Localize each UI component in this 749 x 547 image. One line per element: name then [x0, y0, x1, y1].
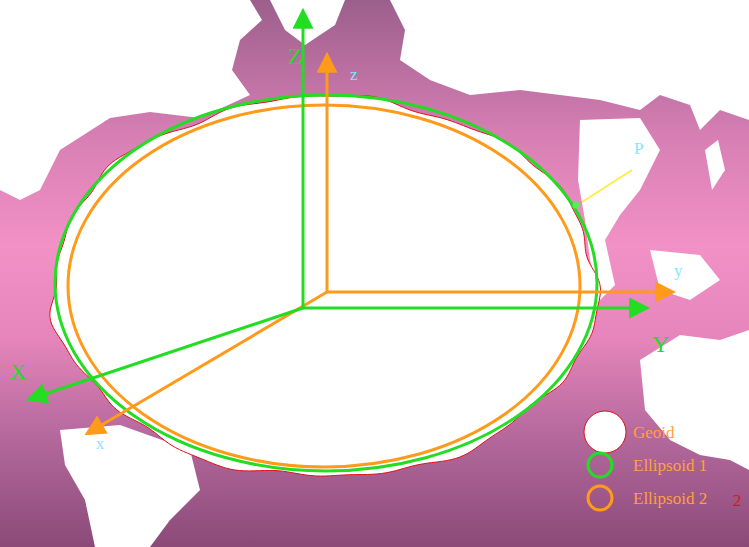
axis-label: Y — [652, 332, 669, 356]
legend-text: Ellipsoid 2 — [633, 490, 707, 507]
geoid-outline — [50, 96, 601, 477]
axis-label: X — [10, 361, 26, 383]
axis-label: Z — [288, 44, 303, 68]
axis-label: z — [350, 66, 358, 83]
axis-label: x — [96, 436, 104, 452]
point-p — [573, 202, 580, 209]
legend-text: Ellipsoid 1 — [633, 457, 707, 474]
point-label: P — [634, 140, 643, 157]
ellipsoid-2 — [68, 105, 580, 467]
legend-swatches — [584, 411, 626, 510]
axes-2 — [88, 56, 672, 433]
page-number: 2 — [733, 492, 742, 509]
axis-label: y — [674, 262, 683, 279]
leader-line — [582, 170, 632, 202]
axes-1 — [30, 12, 646, 399]
legend-text: Geoid — [633, 424, 675, 441]
